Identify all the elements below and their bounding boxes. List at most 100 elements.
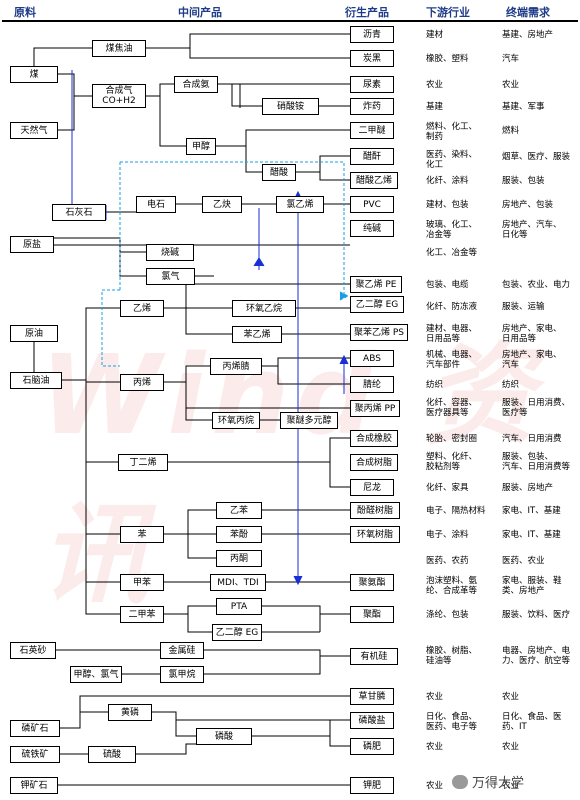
demand-22: 服装、饮料、医疗 [502, 610, 571, 620]
node-sulfuric: 硫酸 [88, 746, 136, 763]
node-rawsalt: 原盐 [10, 236, 54, 253]
downstream-13: 机械、电器、 汽车部件 [426, 350, 478, 370]
demand-10: 服装、运输 [502, 302, 545, 312]
downstream-1: 橡胶、塑料 [426, 54, 469, 64]
demand-16: 服装、包装、 汽车、日用消费等 [502, 452, 571, 472]
node-crude: 原油 [10, 325, 58, 342]
node-potash: 钾矿石 [10, 777, 58, 794]
node-propylene: 丙烯 [120, 374, 164, 391]
downstream-11: 化纤、防冻液 [426, 302, 478, 312]
node-carbide: 电石 [136, 196, 176, 213]
node-phosrock: 磷矿石 [10, 720, 60, 737]
node-chlorosilane: 氯甲烷 [160, 666, 204, 683]
demand-8: 房地产、汽车、 日化等 [502, 220, 562, 240]
downstream-28: 农业 [426, 781, 444, 791]
node-resin: 合成树脂 [350, 454, 398, 471]
node-ammnitrate: 硝酸铵 [262, 98, 319, 115]
node-methanol: 甲醇 [186, 138, 216, 155]
node-xylene: 二甲苯 [120, 606, 164, 623]
node-vac: 醋酸乙烯 [350, 172, 398, 189]
demand-6: 服装、包装 [502, 176, 545, 186]
node-natgas: 天然气 [10, 122, 58, 139]
demand-19: 家电、IT、基建 [502, 530, 561, 540]
node-po: 环氧丙烷 [212, 412, 260, 429]
node-phosphate: 磷酸盐 [350, 712, 394, 729]
brand-logo: 万得大学 [452, 772, 524, 791]
demand-24: 农业 [502, 692, 520, 702]
node-phenolic: 酚醛树脂 [350, 502, 400, 519]
demand-9: 包装、农业、电力 [502, 280, 571, 290]
downstream-19: 电子、隔热材料 [426, 506, 486, 516]
demand-11: 房地产、家电、 日用品等 [502, 324, 562, 344]
node-megd: 乙二醇 EG [350, 296, 404, 313]
downstream-5: 医药、染料、 化工 [426, 150, 478, 170]
demand-25: 日化、食品、医 药、IT [502, 712, 562, 732]
downstream-15: 化纤、容器、 医疗器具等 [426, 398, 478, 418]
demand-17: 服装、房地产 [502, 483, 554, 493]
header-rule [2, 20, 578, 22]
downstream-20: 电子、涂料 [426, 530, 469, 540]
node-acetylene: 乙炔 [202, 196, 242, 213]
node-pp: 聚丙烯 PP [350, 400, 400, 417]
node-glyphosate: 草甘膦 [350, 688, 394, 705]
node-eo: 环氧乙烷 [232, 300, 296, 317]
node-pe: 聚乙烯 PE [350, 276, 402, 293]
node-soda: 纯碱 [350, 220, 394, 237]
node-caustic: 烧碱 [146, 244, 194, 261]
watermark: Wind 资讯 [40, 331, 541, 619]
demand-18: 家电、IT、基建 [502, 506, 561, 516]
downstream-23: 涤纶、包装 [426, 610, 469, 620]
node-acetone: 丙酮 [216, 550, 262, 567]
demand-1: 汽车 [502, 54, 520, 64]
downstream-25: 农业 [426, 692, 444, 702]
node-acetic: 醋酸 [262, 164, 296, 181]
node-acrylonitrile: 丙烯腈 [210, 358, 262, 375]
downstream-6: 化纤、涂料 [426, 176, 469, 186]
node-asphalt: 沥青 [350, 26, 394, 43]
downstream-8: 玻璃、化工、 冶金等 [426, 220, 478, 240]
demand-13: 纺织 [502, 380, 520, 390]
downstream-7: 建材、包装 [426, 200, 469, 210]
node-silicon: 金属硅 [160, 642, 204, 659]
downstream-27: 农业 [426, 742, 444, 752]
node-methcl: 甲醇、氯气 [70, 666, 122, 683]
node-benzene: 苯 [120, 526, 164, 543]
downstream-3: 基建 [426, 102, 444, 112]
header-raw: 原料 [14, 6, 36, 19]
demand-5: 烟草、医疗、服装 [502, 152, 571, 162]
demand-21: 家电、服装、鞋 类、房地产 [502, 576, 562, 596]
node-acrylic: 腈纶 [350, 376, 394, 393]
downstream-18: 化纤、家具 [426, 483, 469, 493]
node-polyether: 聚醚多元醇 [280, 412, 338, 429]
node-anhydride: 醋酐 [350, 148, 394, 165]
node-pta: PTA [216, 598, 262, 615]
node-coaltar: 煤焦油 [92, 40, 146, 57]
node-chlorine: 氯气 [146, 268, 195, 285]
node-butadiene: 丁二烯 [118, 454, 168, 471]
node-polyester: 聚酯 [350, 606, 394, 623]
node-explosive: 炸药 [350, 98, 394, 115]
node-naphtha: 石脑油 [10, 372, 62, 389]
node-ps: 聚苯乙烯 PS [350, 324, 408, 341]
downstream-9: 化工、冶金等 [426, 248, 478, 258]
demand-26: 农业 [502, 742, 520, 752]
downstream-24: 橡胶、树脂、 硅油等 [426, 646, 478, 666]
demand-23: 电器、房地产、电 力、医疗、航空等 [502, 646, 571, 666]
node-toluene: 甲苯 [120, 574, 164, 591]
node-syngas: 合成气 CO+H2 [92, 84, 146, 108]
node-quartz: 石英砂 [10, 642, 56, 659]
downstream-10: 包装、电缆 [426, 280, 469, 290]
node-potashfert: 钾肥 [350, 777, 394, 794]
demand-27: 农业 [502, 781, 520, 791]
demand-0: 基建、房地产 [502, 30, 554, 40]
demand-7: 房地产、包装 [502, 200, 554, 210]
downstream-4: 燃料、化工、 制药 [426, 122, 478, 142]
node-ethylene: 乙烯 [120, 300, 164, 317]
node-mditdi: MDI、TDI [210, 574, 266, 591]
downstream-14: 纺织 [426, 380, 444, 390]
node-limestone: 石灰石 [52, 204, 106, 221]
demand-14: 服装、日用消费、 医疗等 [502, 398, 571, 418]
node-coal: 煤 [10, 66, 58, 83]
node-meg: 乙二醇 EG [212, 624, 262, 641]
demand-20: 医药、农业 [502, 556, 545, 566]
